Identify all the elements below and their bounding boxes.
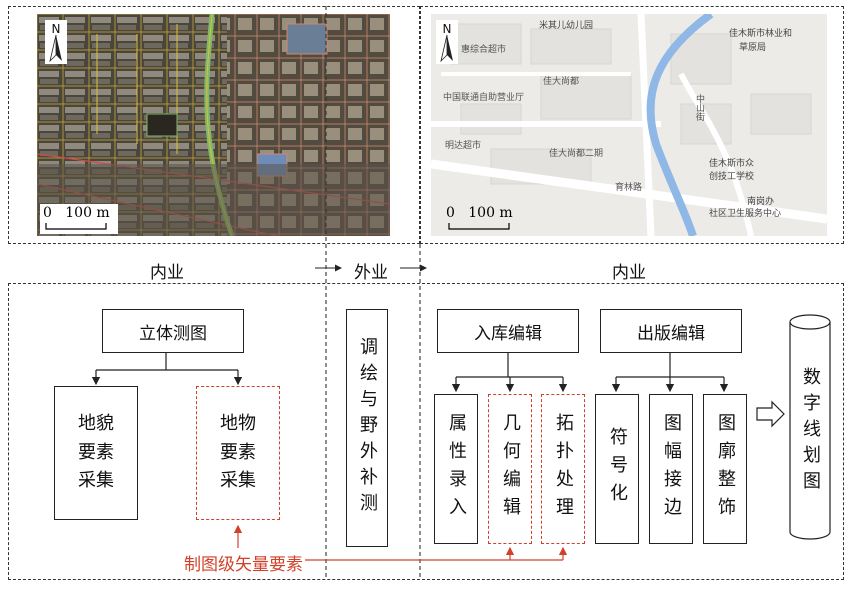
north-label: N — [51, 22, 61, 36]
scale-text-satellite: 0 100 m — [43, 205, 110, 221]
stage-label-middle: 外业 — [354, 263, 388, 283]
north-label: N — [442, 22, 452, 36]
node-digital-line-graph: 数字线划图 — [790, 332, 830, 532]
node-label: 立体测图 — [139, 323, 207, 344]
map-label-list: 米其儿幼儿园 佳木斯市林业和 草原局 惠综合超市 佳大尚都 中国联通自助营业厅 … — [431, 14, 827, 236]
node-database-editing: 入库编辑 — [437, 309, 579, 353]
node-sheet-edge-matching: 图幅接边 — [649, 394, 693, 544]
node-geometry-editing: 几何编辑 — [488, 394, 532, 544]
node-label: 地物要素采集 — [220, 412, 256, 492]
top-left-panel — [8, 6, 420, 244]
north-arrow-map: N — [436, 20, 458, 64]
map-label: 草原局 — [739, 43, 767, 53]
map-label: 惠综合超市 — [461, 45, 507, 55]
annotation-label: 制图级矢量要素 — [182, 550, 305, 575]
map-label: 中山街 — [694, 94, 704, 121]
node-field-survey: 调绘与野外补测 — [346, 309, 388, 547]
map-label: 佳大尚都 — [543, 77, 580, 87]
output-arrow-icon — [756, 400, 785, 428]
bottom-frame — [8, 283, 844, 580]
node-label: 属性录入 — [446, 413, 467, 525]
map-label: 社区卫生服务中心 — [709, 209, 782, 219]
scale-bar-map: 0 100 m — [440, 204, 518, 234]
stage-label-right: 内业 — [612, 263, 646, 283]
map-label: 创技工学校 — [709, 172, 755, 182]
stage-label-left: 内业 — [150, 263, 184, 283]
node-label: 调绘与野外补测 — [357, 337, 378, 519]
map-label: 中国联通自助营业厅 — [443, 93, 525, 103]
top-right-panel — [420, 6, 844, 244]
street-map: 米其儿幼儿园 佳木斯市林业和 草原局 惠综合超市 佳大尚都 中国联通自助营业厅 … — [431, 14, 827, 236]
node-label: 几何编辑 — [500, 413, 521, 525]
node-symbolization: 符号化 — [595, 394, 639, 544]
scale-line-icon — [448, 223, 510, 230]
scale-line-icon — [45, 223, 107, 230]
map-label: 明达超市 — [445, 141, 482, 151]
node-terrain-collection: 地貌要素采集 — [54, 386, 138, 520]
map-label: 佳木斯市众 — [709, 159, 755, 169]
street-map-drawing — [431, 14, 827, 236]
map-label: 米其儿幼儿园 — [539, 21, 594, 31]
node-publishing-editing: 出版编辑 — [600, 309, 742, 353]
north-arrow-satellite: N — [45, 20, 67, 64]
scale-bar-satellite: 0 100 m — [40, 204, 118, 234]
node-label: 入库编辑 — [474, 323, 542, 344]
node-attribute-entry: 属性录入 — [434, 394, 478, 544]
north-arrow-icon — [440, 34, 453, 63]
node-stereo-mapping: 立体测图 — [102, 309, 244, 353]
node-label: 图幅接边 — [661, 413, 682, 525]
map-label: 育林路 — [615, 183, 643, 193]
satellite-image — [37, 14, 390, 236]
node-label: 出版编辑 — [637, 323, 705, 344]
map-label: 南岗办 — [747, 197, 775, 207]
map-label: 佳大尚都二期 — [549, 149, 604, 159]
node-label: 地貌要素采集 — [78, 412, 114, 492]
scale-text-map: 0 100 m — [446, 205, 513, 221]
north-arrow-icon — [49, 34, 62, 63]
node-label: 符号化 — [607, 427, 628, 511]
node-map-decoration: 图廓整饰 — [703, 394, 747, 544]
map-label: 佳木斯市林业和 — [729, 29, 793, 39]
node-feature-collection: 地物要素采集 — [196, 386, 280, 520]
node-topology-processing: 拓扑处理 — [541, 394, 585, 544]
satellite-image-drawing — [37, 14, 390, 236]
node-label: 数字线划图 — [800, 367, 821, 497]
node-label: 图廓整饰 — [715, 413, 736, 525]
node-label: 拓扑处理 — [553, 413, 574, 525]
cylinder-shape — [789, 314, 831, 540]
